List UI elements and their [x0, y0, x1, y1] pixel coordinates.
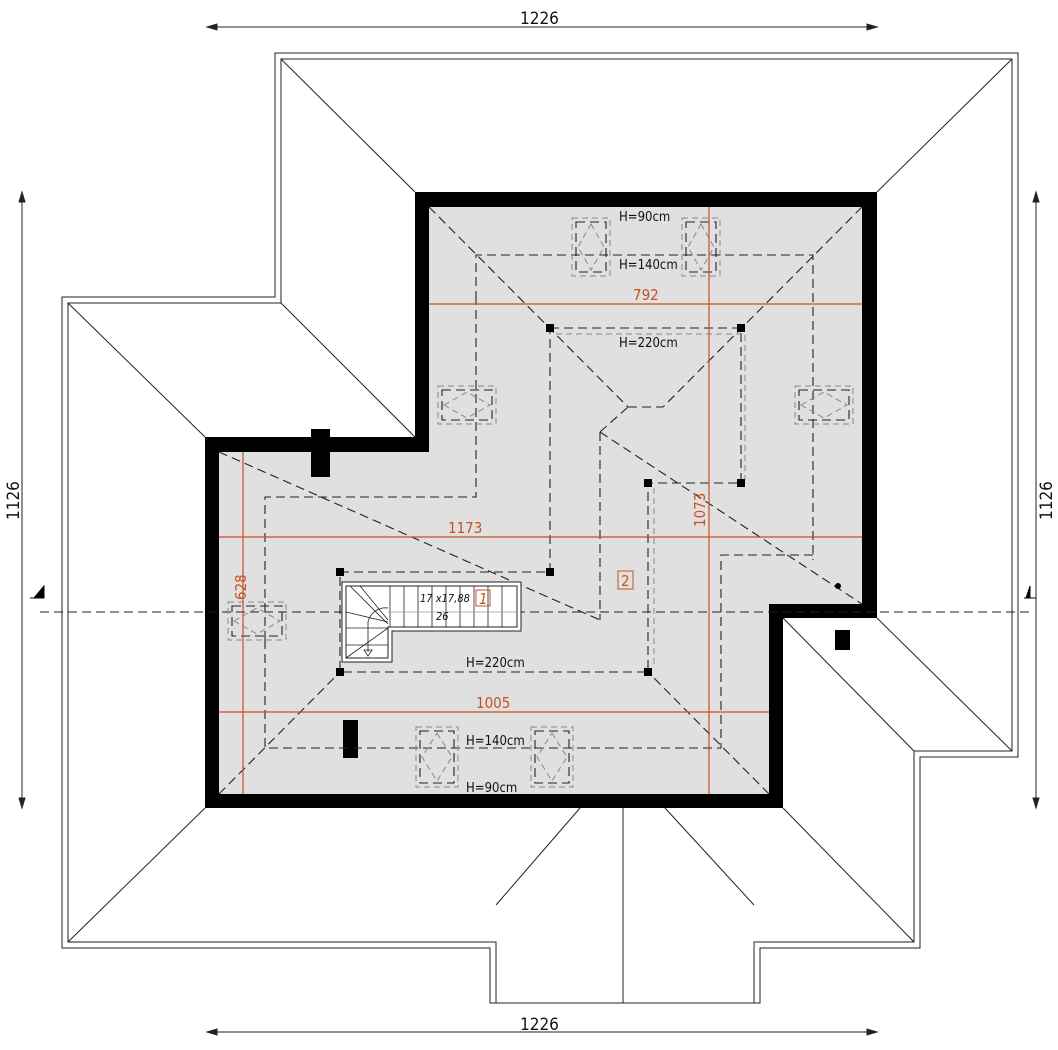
roof-window	[794, 385, 854, 425]
dim-792: 792	[633, 286, 659, 304]
chimney	[835, 630, 850, 650]
room-number: 1	[479, 590, 488, 608]
dim-right: 1126	[1037, 481, 1057, 520]
room-number: 2	[621, 572, 630, 590]
height-label: H=90cm	[466, 781, 517, 796]
height-label: H=140cm	[466, 734, 525, 749]
dim-628: 628	[232, 574, 250, 600]
outer-dimensions	[18, 23, 1040, 1036]
section-marker	[30, 584, 45, 599]
dim-1005: 1005	[476, 694, 510, 712]
chimney	[343, 720, 358, 758]
roof-windows	[227, 217, 854, 788]
roof-window	[571, 217, 611, 277]
chimney	[311, 429, 330, 477]
roof-window	[415, 726, 459, 788]
roof-window	[437, 385, 497, 425]
dim-top: 1226	[520, 9, 559, 29]
inner-dimensions: 792 1173 1005 628 1073	[219, 207, 862, 794]
height-label: H=220cm	[466, 656, 525, 671]
stairs-steps: 17 x17,88	[420, 592, 470, 605]
dim-bottom: 1226	[520, 1015, 559, 1035]
roof-window	[530, 726, 574, 788]
dim-left: 1126	[4, 481, 24, 520]
dim-1173: 1173	[448, 519, 482, 537]
floor-area	[219, 207, 862, 794]
section-marker	[1024, 585, 1036, 599]
height-label: H=220cm	[619, 336, 678, 351]
height-label: H=140cm	[619, 258, 678, 273]
dim-1073: 1073	[691, 493, 709, 527]
height-label: H=90cm	[619, 210, 670, 225]
roof-window	[681, 217, 721, 277]
stairs-tread: 26	[436, 610, 449, 623]
roof-window	[227, 601, 287, 641]
